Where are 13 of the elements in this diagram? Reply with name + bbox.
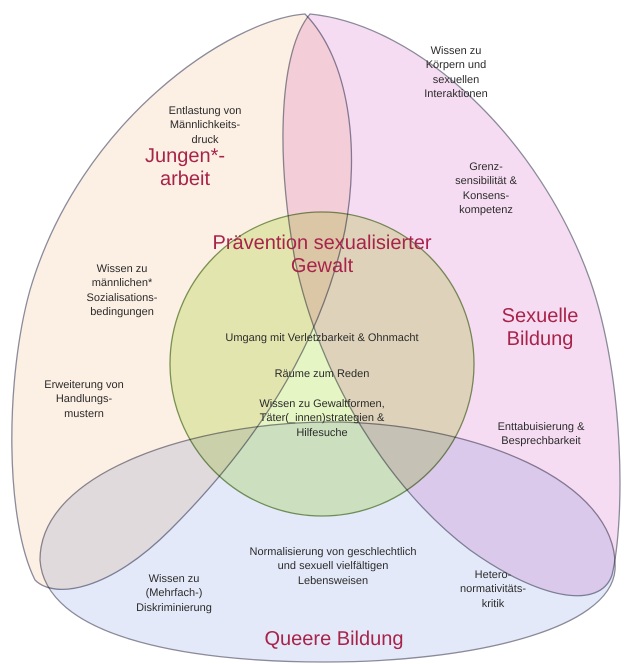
- petal-text: Normalisierung von geschlechtlich und sexuell vielfältigen Lebensweisen: [248, 545, 418, 588]
- petal-text: Erweiterung von Handlungs- mustern: [43, 378, 125, 421]
- petal-heading: Sexuelle Bildung: [500, 305, 580, 351]
- petal-heading: Jungen*- arbeit: [144, 145, 226, 191]
- petal-heading: Queere Bildung: [264, 628, 404, 651]
- petal-text: Grenz- sensibilität & Konsens- kompetenz: [454, 160, 518, 218]
- petal-text: Enttabuisierung & Besprechbarkeit: [496, 420, 586, 449]
- petal-text: Wissen zu männlichen* Sozialisations- bedingungen: [86, 262, 158, 320]
- petal-text: Wissen zu Körpern und sexuellen Interaktionen: [423, 44, 489, 102]
- circle-text: Umgang mit Verletzbarkeit & Ohnmacht: [224, 331, 420, 346]
- petal-text: Wissen zu (Mehrfach-) Diskriminierung: [135, 572, 213, 615]
- petal-text: Hetero- normativitäts- kritik: [458, 568, 528, 611]
- petal-text: Entlastung von Männlichkeits- druck: [168, 104, 242, 147]
